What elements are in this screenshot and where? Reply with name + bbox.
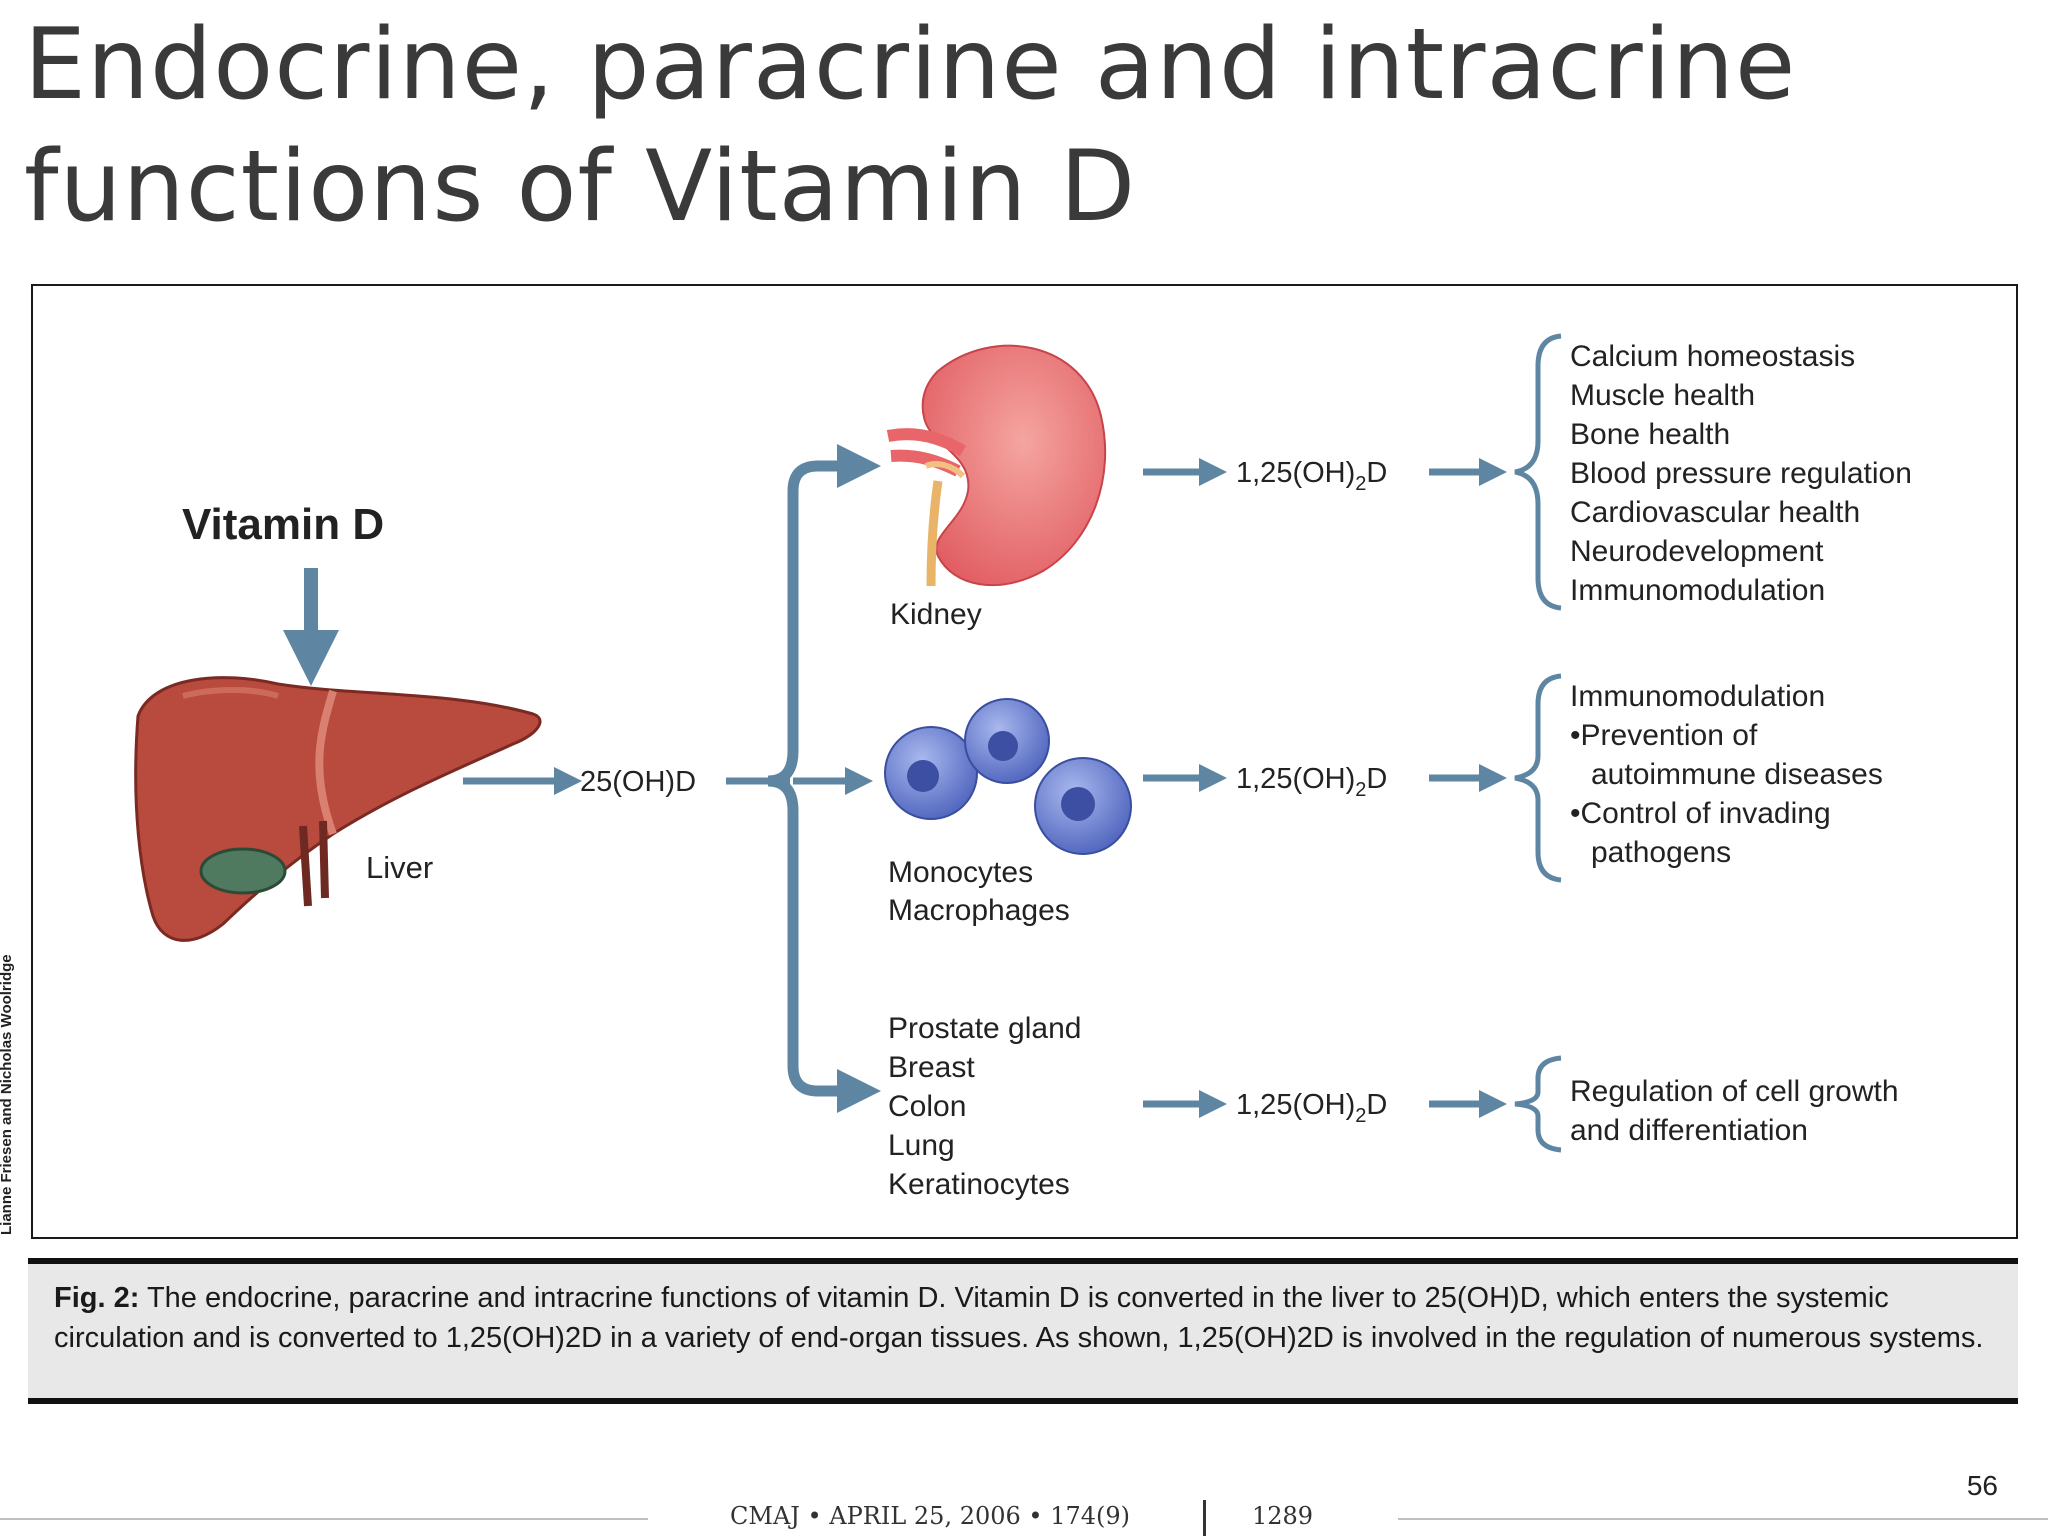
immune-effects-list: Immunomodulation •Prevention of autoimmu… <box>1570 680 1883 869</box>
immune-effect-3: autoimmune diseases <box>1591 758 1883 791</box>
title-line-1: Endocrine, paracrine and intracrine <box>24 8 1797 122</box>
macrophages-label: Macrophages <box>888 894 1070 927</box>
tissue-lung: Lung <box>888 1129 955 1162</box>
vitamin-d-diagram: Vitamin D Liver 25(OH)D Kidney <box>134 333 1912 1201</box>
branch-bracket <box>767 460 855 1097</box>
immune-effect-5: pathogens <box>1591 836 1731 869</box>
tissue-effect-1: Regulation of cell growth <box>1570 1075 1899 1108</box>
liver-label: Liver <box>366 850 433 885</box>
journal-footer: CMAJ • APRIL 25, 2006 • 174(9) 1289 <box>0 1500 2048 1536</box>
figure-panel: Vitamin D Liver 25(OH)D Kidney <box>31 284 2018 1239</box>
immune-effect-1: Immunomodulation <box>1570 680 1825 713</box>
product-label-kidney: 1,25(OH)2D <box>1236 457 1387 495</box>
immune-effect-4: •Control of invading <box>1570 797 1831 830</box>
footer-rule-left <box>0 1518 648 1520</box>
effect-immunomodulation: Immunomodulation <box>1570 574 1825 607</box>
kidney-effects-list: Calcium homeostasis Muscle health Bone h… <box>1570 340 1912 607</box>
brace-tissue-effects <box>1514 1055 1562 1153</box>
tissue-effect-2: and differentiation <box>1570 1114 1808 1147</box>
caption-body: The endocrine, paracrine and intracrine … <box>54 1282 1984 1354</box>
illustration-credit: Lianne Friesen and Nicholas Woolridge <box>0 954 15 1235</box>
effect-bone: Bone health <box>1570 418 1730 451</box>
footer-rule-right <box>1398 1518 2048 1520</box>
title-line-2: functions of Vitamin D <box>24 130 1137 244</box>
tissue-colon: Colon <box>888 1090 966 1123</box>
caption-label: Fig. 2: <box>54 1282 140 1314</box>
effect-neurodevelopment: Neurodevelopment <box>1570 535 1824 568</box>
monocytes-label: Monocytes <box>888 856 1033 889</box>
slide-number: 56 <box>1966 1470 1998 1501</box>
figure-caption: Fig. 2: The endocrine, paracrine and int… <box>28 1258 2018 1404</box>
liver-icon <box>134 676 542 942</box>
tissue-prostate: Prostate gland <box>888 1012 1081 1045</box>
brace-kidney-effects <box>1514 333 1562 611</box>
effect-blood-pressure: Blood pressure regulation <box>1570 457 1912 490</box>
brace-immune-effects <box>1514 673 1562 883</box>
tissue-list: Prostate gland Breast Colon Lung Keratin… <box>888 1012 1081 1201</box>
tissue-breast: Breast <box>888 1051 975 1084</box>
footer-page-number: 1289 <box>1252 1502 1314 1530</box>
monocytes-icon <box>884 698 1132 855</box>
effect-calcium: Calcium homeostasis <box>1570 340 1855 373</box>
footer-journal-line: CMAJ • APRIL 25, 2006 • 174(9) <box>730 1502 1130 1530</box>
effect-muscle: Muscle health <box>1570 379 1755 412</box>
slide-title: Endocrine, paracrine and intracrine func… <box>24 4 1924 248</box>
kidney-label: Kidney <box>890 598 982 631</box>
vitamin-d-label: Vitamin D <box>182 500 384 549</box>
product-label-tissues: 1,25(OH)2D <box>1236 1089 1387 1127</box>
kidney-icon <box>886 344 1107 587</box>
immune-effect-2: •Prevention of <box>1570 719 1758 752</box>
product-label-monocytes: 1,25(OH)2D <box>1236 763 1387 801</box>
caption-text-block: Fig. 2: The endocrine, paracrine and int… <box>54 1278 1989 1358</box>
tissue-effects-list: Regulation of cell growth and differenti… <box>1570 1075 1899 1147</box>
effect-cardiovascular: Cardiovascular health <box>1570 496 1860 529</box>
footer-divider <box>1203 1500 1206 1536</box>
tissue-keratinocytes: Keratinocytes <box>888 1168 1070 1201</box>
metabolite-25-label: 25(OH)D <box>580 766 696 798</box>
